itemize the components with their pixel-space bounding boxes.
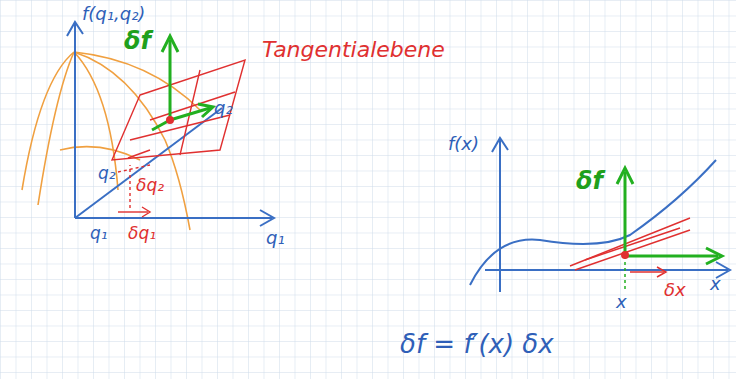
axis-label: q₂ bbox=[214, 98, 233, 118]
equation: δf = f′(x) δx bbox=[400, 330, 554, 359]
point-dot bbox=[621, 251, 629, 259]
tangent-plane bbox=[112, 60, 245, 217]
increment-vectors-2d bbox=[617, 168, 722, 264]
axis-label: f(q₁,q₂) bbox=[82, 4, 145, 24]
increment-vectors bbox=[152, 36, 213, 130]
increment-label: δf bbox=[576, 168, 603, 194]
variable-label: x bbox=[616, 292, 627, 312]
note-label: Tangentialebene bbox=[262, 38, 445, 62]
surface-curves bbox=[22, 52, 200, 230]
axis-label: f(x) bbox=[448, 134, 479, 154]
axes-2d bbox=[470, 138, 730, 292]
increment-label: δq₂ bbox=[136, 176, 164, 195]
increment-label: δf bbox=[124, 28, 151, 54]
axis-label: x bbox=[710, 274, 721, 294]
axes-3d bbox=[67, 22, 274, 226]
variable-label: q₂ bbox=[98, 164, 116, 183]
axis-label: q₁ bbox=[266, 228, 285, 248]
dashed-drop bbox=[624, 256, 626, 290]
variable-label: q₁ bbox=[90, 224, 108, 243]
point-dot bbox=[166, 116, 174, 124]
increment-label: δx bbox=[664, 280, 686, 300]
tangent-lines bbox=[570, 218, 690, 277]
increment-label: δq₁ bbox=[128, 224, 156, 243]
